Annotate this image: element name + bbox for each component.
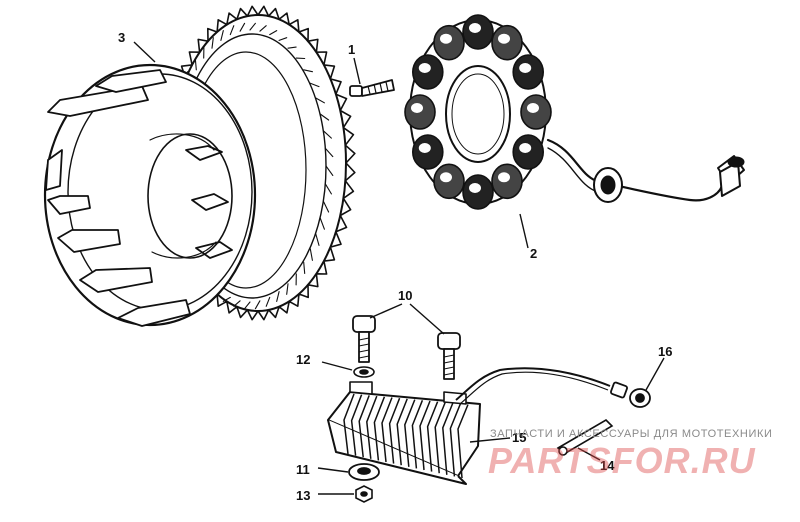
callout-15: 15 [512, 430, 526, 445]
callout-12: 12 [296, 352, 310, 367]
regulator-rectifier-part-15 [327, 367, 611, 485]
washer-part-11 [348, 463, 380, 481]
callout-labels: 3 1 2 10 12 16 15 14 11 13 [118, 30, 672, 503]
screw-part-1 [349, 79, 395, 97]
cooling-fins [343, 393, 469, 479]
callout-2: 2 [530, 246, 537, 261]
lock-washer-part-12 [353, 366, 375, 378]
callout-14: 14 [600, 458, 615, 473]
leader-lines [133, 41, 665, 495]
callout-13: 13 [296, 488, 310, 503]
callout-16: 16 [658, 344, 672, 359]
callout-10: 10 [398, 288, 412, 303]
callout-11: 11 [296, 462, 310, 477]
watermark-subtitle: ЗАПЧАСТИ И АКСЕССУАРЫ ДЛЯ МОТОТЕХНИКИ [490, 428, 773, 440]
watermark-brand-logo: PARTSFOR.RU [488, 440, 756, 481]
callout-1: 1 [348, 42, 355, 57]
stator-coils [404, 14, 552, 210]
cable-strap-part-14 [556, 418, 614, 456]
stator-part-2 [404, 14, 745, 210]
callout-3: 3 [118, 30, 125, 45]
connector-part-16 [610, 381, 651, 408]
bolts-part-10 [352, 315, 461, 380]
basket-fingers [45, 69, 233, 327]
nut-part-13 [355, 485, 373, 503]
clutch-basket-part-3 [43, 5, 356, 327]
